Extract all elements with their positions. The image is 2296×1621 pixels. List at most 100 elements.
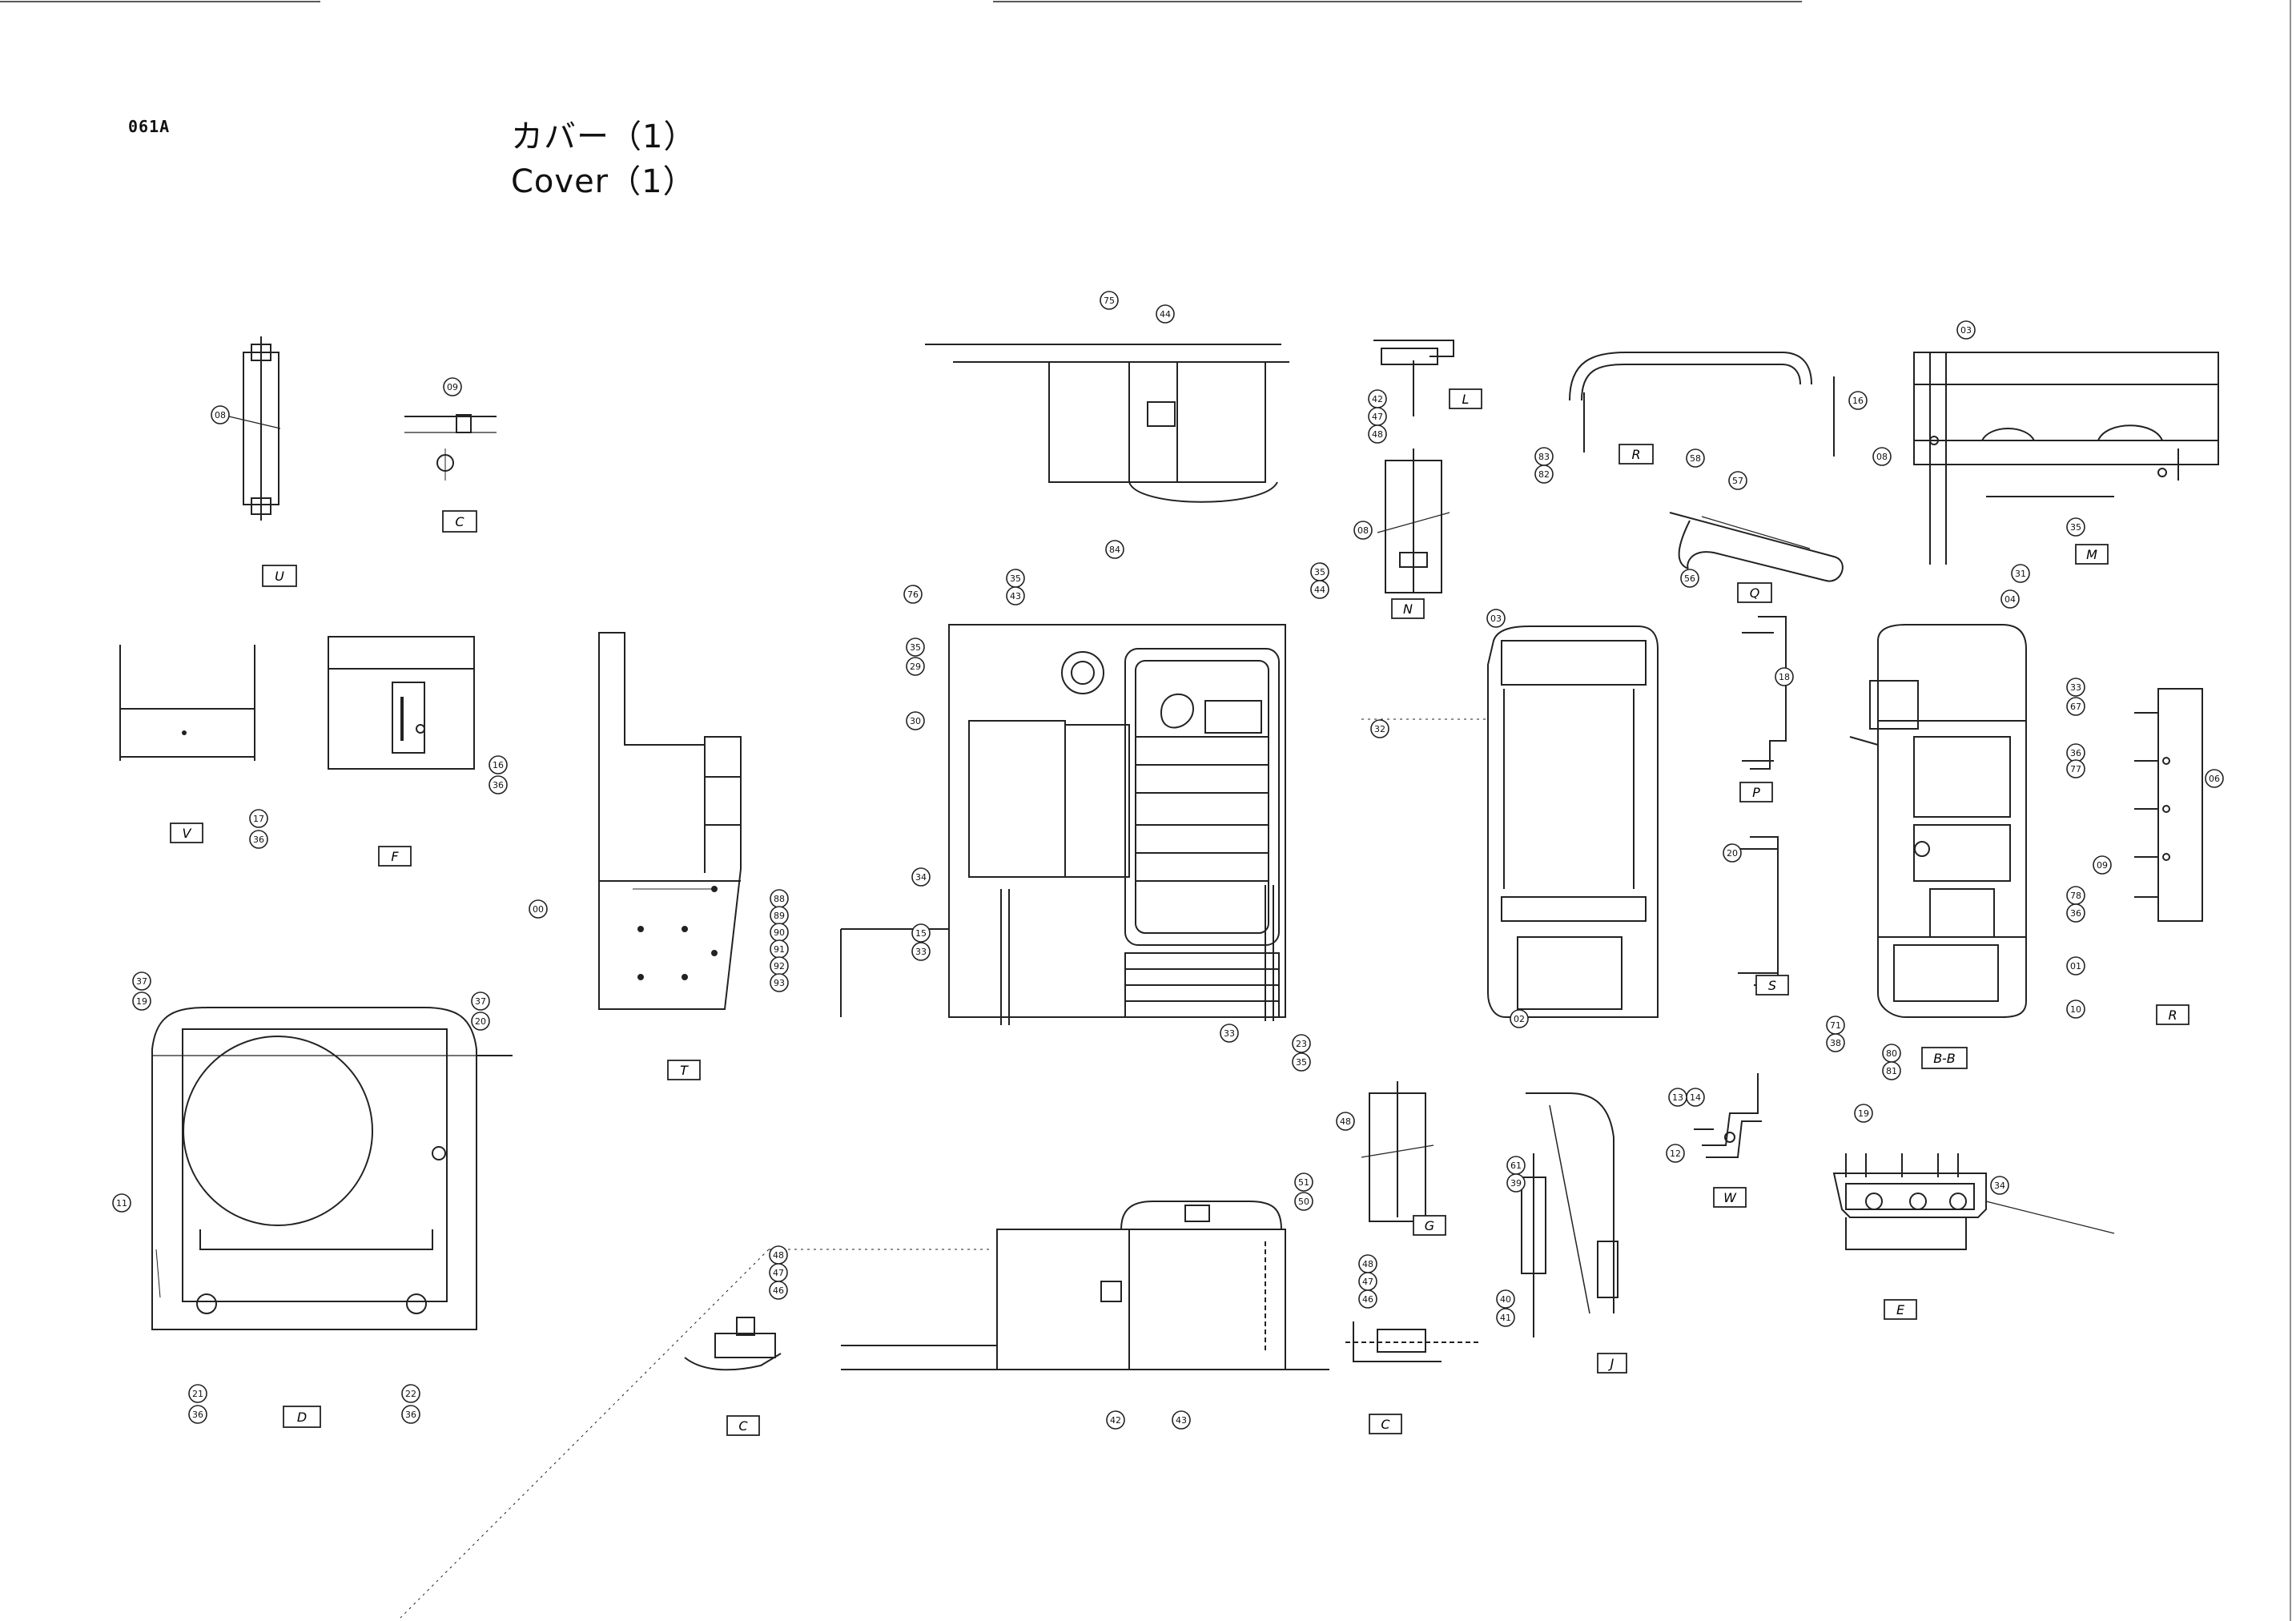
callout-number: 46: [773, 1285, 784, 1296]
callout-17: 17: [249, 809, 268, 828]
callout-number: 35: [1314, 567, 1325, 577]
view-c-small-drawing: [404, 414, 497, 481]
callout-circle: [2066, 903, 2085, 923]
callout-circle: [443, 377, 462, 396]
callout-number: 10: [2070, 1004, 2081, 1015]
view-label-text: M: [2086, 547, 2097, 562]
view-label-box: [378, 846, 412, 867]
view-label-c: C: [726, 1415, 760, 1436]
callout-36: 36: [2066, 743, 2085, 762]
callout-number: 00: [533, 904, 544, 915]
view-label-q: Q: [1737, 582, 1772, 603]
callout-circle: [1956, 320, 1976, 340]
callout-56: 56: [1680, 569, 1699, 588]
view-top-center-drawing: [925, 344, 1289, 503]
callout-circle: [489, 755, 508, 774]
view-label-text: P: [1752, 785, 1760, 800]
callout-58: 58: [1686, 448, 1705, 468]
callout-number: 19: [136, 996, 147, 1007]
callout-circle: [1668, 1088, 1687, 1107]
callout-number: 21: [192, 1389, 203, 1399]
callout-circle: [1292, 1052, 1311, 1072]
view-label-r: R: [1618, 444, 1654, 465]
view-g2-drawing: [1345, 1321, 1482, 1362]
callout-number: 34: [1994, 1181, 2005, 1191]
callout-number: 33: [2070, 682, 2081, 693]
callout-31: 31: [2011, 564, 2030, 583]
callout-circle: [471, 992, 490, 1011]
callout-number: 75: [1104, 296, 1115, 306]
callout-71: 71: [1826, 1016, 1845, 1035]
title-english: Cover（1）: [511, 163, 696, 200]
view-label-box: [1755, 975, 1789, 996]
callout-92: 92: [770, 956, 789, 975]
callout-36: 36: [489, 775, 508, 794]
callout-37: 37: [471, 992, 490, 1011]
callout-number: 47: [1362, 1277, 1373, 1287]
callout-number: 77: [2070, 764, 2081, 774]
callout-number: 36: [2070, 908, 2081, 919]
callout-number: 51: [1298, 1177, 1309, 1188]
callout-number: 08: [1357, 525, 1369, 536]
view-label-t: T: [667, 1060, 701, 1080]
callout-82: 82: [1534, 465, 1554, 484]
view-label-box: [283, 1406, 321, 1428]
callout-circle: [1496, 1289, 1515, 1309]
callout-number: 93: [774, 978, 785, 988]
callout-number: 15: [915, 928, 927, 939]
callout-number: 39: [1510, 1178, 1522, 1189]
callout-number: 46: [1362, 1294, 1373, 1305]
view-label-c: C: [1369, 1414, 1402, 1434]
callout-10: 10: [2066, 1000, 2085, 1019]
callout-number: 56: [1684, 573, 1695, 584]
view-label-text: C: [455, 514, 464, 529]
callout-circle: [911, 923, 931, 943]
callout-circle: [1486, 609, 1506, 628]
view-v-drawing: [119, 645, 255, 761]
callout-circle: [903, 585, 923, 604]
callout-number: 19: [1858, 1108, 1869, 1119]
callout-circle: [401, 1405, 420, 1424]
callout-08: 08: [1872, 447, 1892, 466]
callout-number: 01: [2070, 961, 2081, 971]
view-label-box: [1713, 1187, 1747, 1208]
view-label-e: E: [1884, 1299, 1917, 1320]
callout-35: 35: [2066, 517, 2085, 537]
callout-circle: [2011, 564, 2030, 583]
view-d-drawing: [151, 1007, 513, 1330]
callout-circle: [1100, 291, 1119, 310]
callout-circle: [1686, 448, 1705, 468]
callout-circle: [1510, 1009, 1529, 1028]
callout-number: 20: [475, 1016, 486, 1027]
callout-48: 48: [1368, 424, 1387, 444]
callout-93: 93: [770, 973, 789, 992]
callout-number: 84: [1109, 545, 1120, 555]
view-label-text: U: [275, 569, 284, 584]
callout-circle: [770, 973, 789, 992]
callout-circle: [132, 971, 151, 991]
callout-number: 92: [774, 961, 785, 971]
callout-number: 02: [1514, 1014, 1525, 1024]
callout-33: 33: [911, 942, 931, 961]
callout-number: 91: [774, 944, 785, 955]
callout-circle: [911, 867, 931, 887]
callout-number: 34: [915, 872, 927, 883]
callout-number: 33: [915, 947, 927, 957]
callout-number: 44: [1314, 585, 1325, 595]
callout-91: 91: [770, 939, 789, 959]
callout-number: 50: [1298, 1197, 1309, 1207]
view-label-g: G: [1413, 1215, 1446, 1236]
callout-number: 16: [1852, 396, 1864, 406]
callout-circle: [1220, 1024, 1239, 1043]
callout-circle: [1358, 1289, 1377, 1309]
callout-number: 47: [773, 1268, 784, 1278]
view-label-box: [1737, 582, 1772, 603]
callout-29: 29: [906, 657, 925, 676]
callout-48: 48: [1358, 1254, 1377, 1273]
page-code: 061A: [128, 117, 171, 136]
callout-circle: [2066, 697, 2085, 716]
callout-number: 82: [1538, 469, 1550, 480]
callout-circle: [1294, 1173, 1313, 1192]
